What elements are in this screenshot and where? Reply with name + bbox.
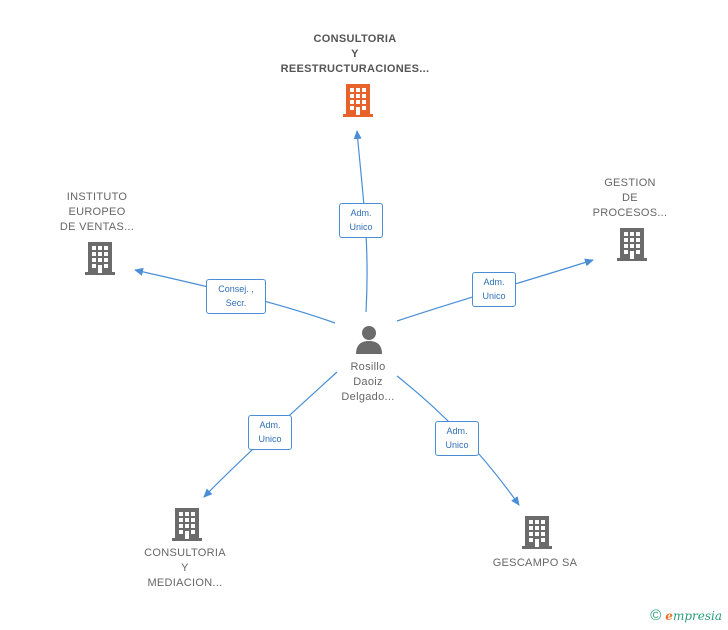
- brand-footer: ©empresia: [650, 607, 722, 624]
- relation-label-right: Adm.Unico: [472, 272, 516, 307]
- company-label-right[interactable]: GESTION DE PROCESOS...: [592, 177, 668, 219]
- company-label-top[interactable]: CONSULTORIA Y REESTRUCTURACIONES...: [280, 33, 430, 75]
- relation-label-left: Consej. ,Secr.: [206, 279, 266, 314]
- person-label[interactable]: Rosillo Daoiz Delgado...: [341, 361, 395, 403]
- company-label-bottom-right[interactable]: GESCAMPO SA: [492, 557, 578, 569]
- building-icon[interactable]: [521, 514, 553, 550]
- building-icon[interactable]: [84, 240, 116, 276]
- building-icon[interactable]: [342, 82, 374, 118]
- building-icon[interactable]: [171, 506, 203, 542]
- building-icon[interactable]: [616, 226, 648, 262]
- company-label-bottom-left[interactable]: CONSULTORIA Y MEDIACION...: [144, 547, 226, 589]
- brand-initial: e: [665, 609, 673, 623]
- copyright-icon: ©: [650, 607, 662, 624]
- company-label-left[interactable]: INSTITUTO EUROPEO DE VENTAS...: [59, 191, 135, 233]
- relation-label-bottom-right: Adm.Unico: [435, 421, 479, 456]
- person-icon[interactable]: [354, 324, 384, 354]
- brand-name: mpresia: [672, 609, 722, 623]
- relation-label-top: Adm.Unico: [339, 203, 383, 238]
- relation-label-bottom-left: Adm.Unico: [248, 415, 292, 450]
